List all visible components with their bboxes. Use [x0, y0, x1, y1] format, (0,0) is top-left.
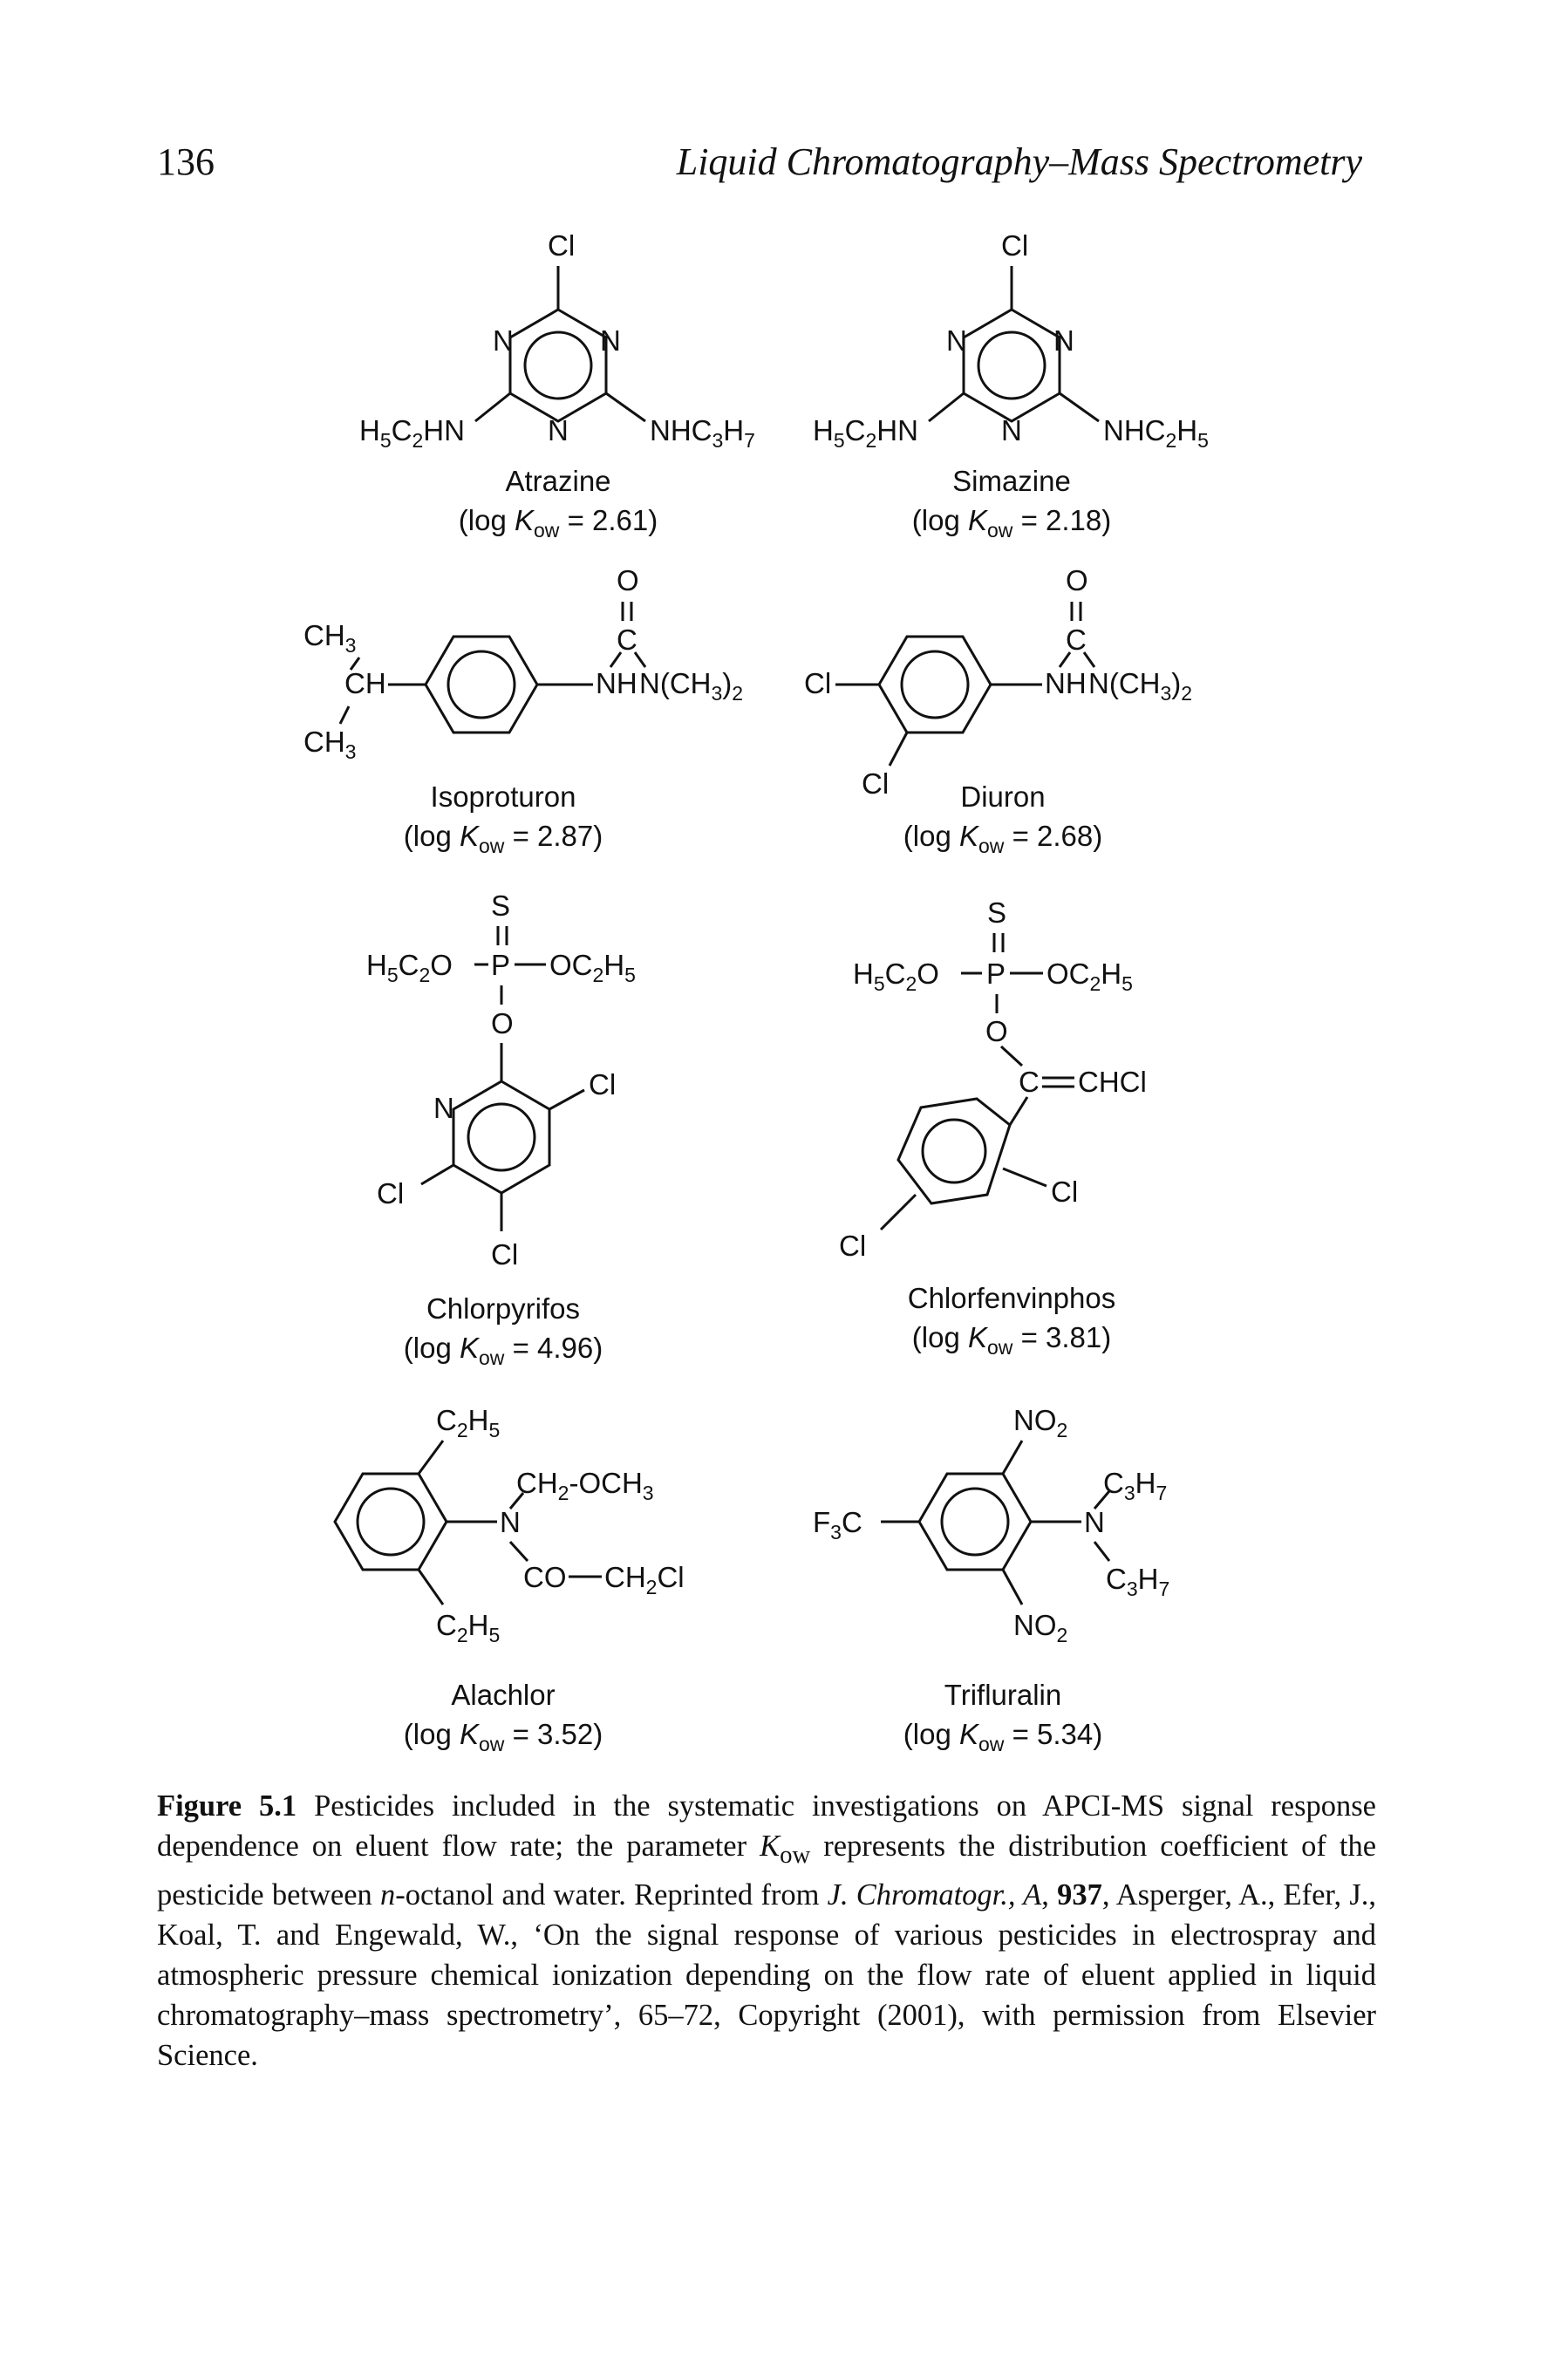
svg-text:C3H7: C3H7: [1106, 1563, 1169, 1600]
svg-text:C2H5: C2H5: [436, 1404, 500, 1441]
caption-text: ,: [1041, 1878, 1058, 1912]
svg-text:CH3: CH3: [303, 619, 356, 657]
svg-text:Cl: Cl: [1051, 1176, 1078, 1208]
svg-text:C2H5: C2H5: [436, 1609, 500, 1646]
svg-text:Cl: Cl: [804, 667, 831, 699]
compound-name: Atrazine: [505, 465, 610, 497]
svg-text:Cl: Cl: [1001, 229, 1028, 262]
atrazine-structure: Cl N N N H5C2HN NHC3H7: [359, 229, 755, 452]
compound-name: Diuron: [960, 780, 1045, 813]
svg-text:Cl: Cl: [548, 229, 575, 262]
svg-text:NHC3H7: NHC3H7: [650, 414, 755, 452]
svg-text:NH: NH: [596, 667, 637, 699]
chlorpyrifos-structure: S H5C2O P OC2H5 O N Cl Cl Cl: [366, 889, 636, 1271]
svg-text:Cl: Cl: [491, 1238, 518, 1271]
svg-text:C: C: [1066, 624, 1087, 656]
svg-text:OC2H5: OC2H5: [549, 949, 636, 986]
kow-label: (log Kow = 2.68): [903, 820, 1102, 857]
svg-text:N(CH3)2: N(CH3)2: [639, 667, 743, 705]
svg-text:OC2H5: OC2H5: [1046, 958, 1133, 995]
svg-text:N: N: [1084, 1506, 1105, 1538]
kow-symbol: K: [760, 1830, 781, 1863]
n-italic: n: [380, 1878, 396, 1912]
diuron-structure: Cl Cl NH C O N(CH3)2: [804, 564, 1192, 800]
svg-text:S: S: [987, 896, 1006, 929]
svg-text:NO2: NO2: [1013, 1404, 1067, 1441]
compound-name: Simazine: [952, 465, 1071, 497]
svg-text:Cl: Cl: [862, 767, 889, 800]
svg-text:CO: CO: [523, 1561, 567, 1593]
svg-text:N: N: [500, 1506, 521, 1538]
figure-caption: Figure 5.1 Pesticides included in the sy…: [157, 1786, 1376, 2075]
svg-text:N(CH3)2: N(CH3)2: [1088, 667, 1192, 705]
svg-text:N: N: [1001, 414, 1022, 446]
compound-name: Trifluralin: [944, 1679, 1061, 1711]
svg-text:P: P: [986, 958, 1006, 990]
svg-text:CH2-OCH3: CH2-OCH3: [516, 1467, 654, 1504]
page-number: 136: [157, 140, 215, 183]
kow-label: (log Kow = 3.52): [404, 1718, 603, 1755]
svg-text:H5C2HN: H5C2HN: [813, 414, 918, 452]
svg-text:N: N: [600, 324, 621, 357]
compound-name: Chlorpyrifos: [426, 1292, 580, 1325]
svg-text:N: N: [1053, 324, 1074, 357]
caption-text: , Asperger, A., Efer, J., Koal, T. and E…: [157, 1878, 1377, 2072]
svg-text:NO2: NO2: [1013, 1609, 1067, 1646]
svg-text:CH: CH: [344, 667, 386, 699]
svg-text:S: S: [491, 889, 510, 922]
kow-subscript: ow: [780, 1840, 811, 1869]
caption-text: -octanol and water. Reprinted from: [395, 1878, 828, 1912]
figure-label: Figure 5.1: [157, 1789, 297, 1823]
caption-text: represents the distribution coefficient …: [157, 1830, 1377, 1912]
svg-text:Cl: Cl: [377, 1177, 404, 1210]
journal-name: J. Chromatogr., A: [827, 1878, 1042, 1912]
svg-text:Cl: Cl: [839, 1230, 866, 1262]
svg-text:CHCl: CHCl: [1078, 1066, 1147, 1098]
alachlor-structure: C2H5 N CH2-OCH3 CO CH2Cl C2H5: [333, 1404, 685, 1646]
kow-label: (log Kow = 2.18): [912, 504, 1111, 542]
pesticide-structures-figure: Cl N N N H5C2HN NHC3H7 Atrazine (log Kow…: [303, 229, 1209, 1755]
svg-text:H5C2HN: H5C2HN: [359, 414, 465, 452]
isoproturon-structure: CH3 CH CH3 NH C O N(CH3)2: [303, 564, 743, 763]
svg-text:F3C: F3C: [813, 1506, 862, 1544]
chlorfenvinphos-structure: S H5C2O P OC2H5 O C CHCl Cl Cl: [839, 896, 1147, 1262]
svg-text:C3H7: C3H7: [1103, 1467, 1167, 1504]
kow-label: (log Kow = 3.81): [912, 1321, 1111, 1359]
svg-text:CH3: CH3: [303, 726, 356, 763]
svg-text:N: N: [946, 324, 967, 357]
svg-text:O: O: [617, 564, 639, 596]
kow-label: (log Kow = 4.96): [404, 1332, 603, 1369]
kow-label: (log Kow = 2.87): [404, 820, 603, 857]
svg-text:N: N: [493, 324, 514, 357]
svg-text:P: P: [491, 949, 510, 981]
svg-text:CH2Cl: CH2Cl: [604, 1561, 685, 1598]
svg-text:O: O: [491, 1007, 514, 1039]
svg-text:NHC2H5: NHC2H5: [1103, 414, 1209, 452]
svg-text:C: C: [1019, 1066, 1040, 1098]
caption-text: Pesticides included in the systematic in…: [157, 1789, 1376, 1863]
svg-text:NH: NH: [1045, 667, 1087, 699]
svg-text:O: O: [1066, 564, 1088, 596]
compound-name: Alachlor: [451, 1679, 555, 1711]
svg-text:Cl: Cl: [589, 1068, 616, 1101]
compound-name: Chlorfenvinphos: [908, 1282, 1115, 1314]
svg-text:N: N: [433, 1092, 454, 1124]
svg-text:H5C2O: H5C2O: [853, 958, 939, 995]
compound-name: Isoproturon: [431, 780, 576, 813]
svg-text:N: N: [548, 414, 569, 446]
kow-label: (log Kow = 2.61): [459, 504, 658, 542]
trifluralin-structure: NO2 F3C N C3H7 C3H7 NO2: [813, 1404, 1169, 1646]
volume-number: 937: [1057, 1878, 1102, 1912]
simazine-structure: Cl N N N H5C2HN NHC2H5: [813, 229, 1209, 452]
svg-text:O: O: [985, 1015, 1008, 1047]
svg-text:H5C2O: H5C2O: [366, 949, 453, 986]
kow-label: (log Kow = 5.34): [903, 1718, 1102, 1755]
running-title: Liquid Chromatography–Mass Spectrometry: [676, 140, 1362, 183]
svg-text:C: C: [617, 624, 637, 656]
